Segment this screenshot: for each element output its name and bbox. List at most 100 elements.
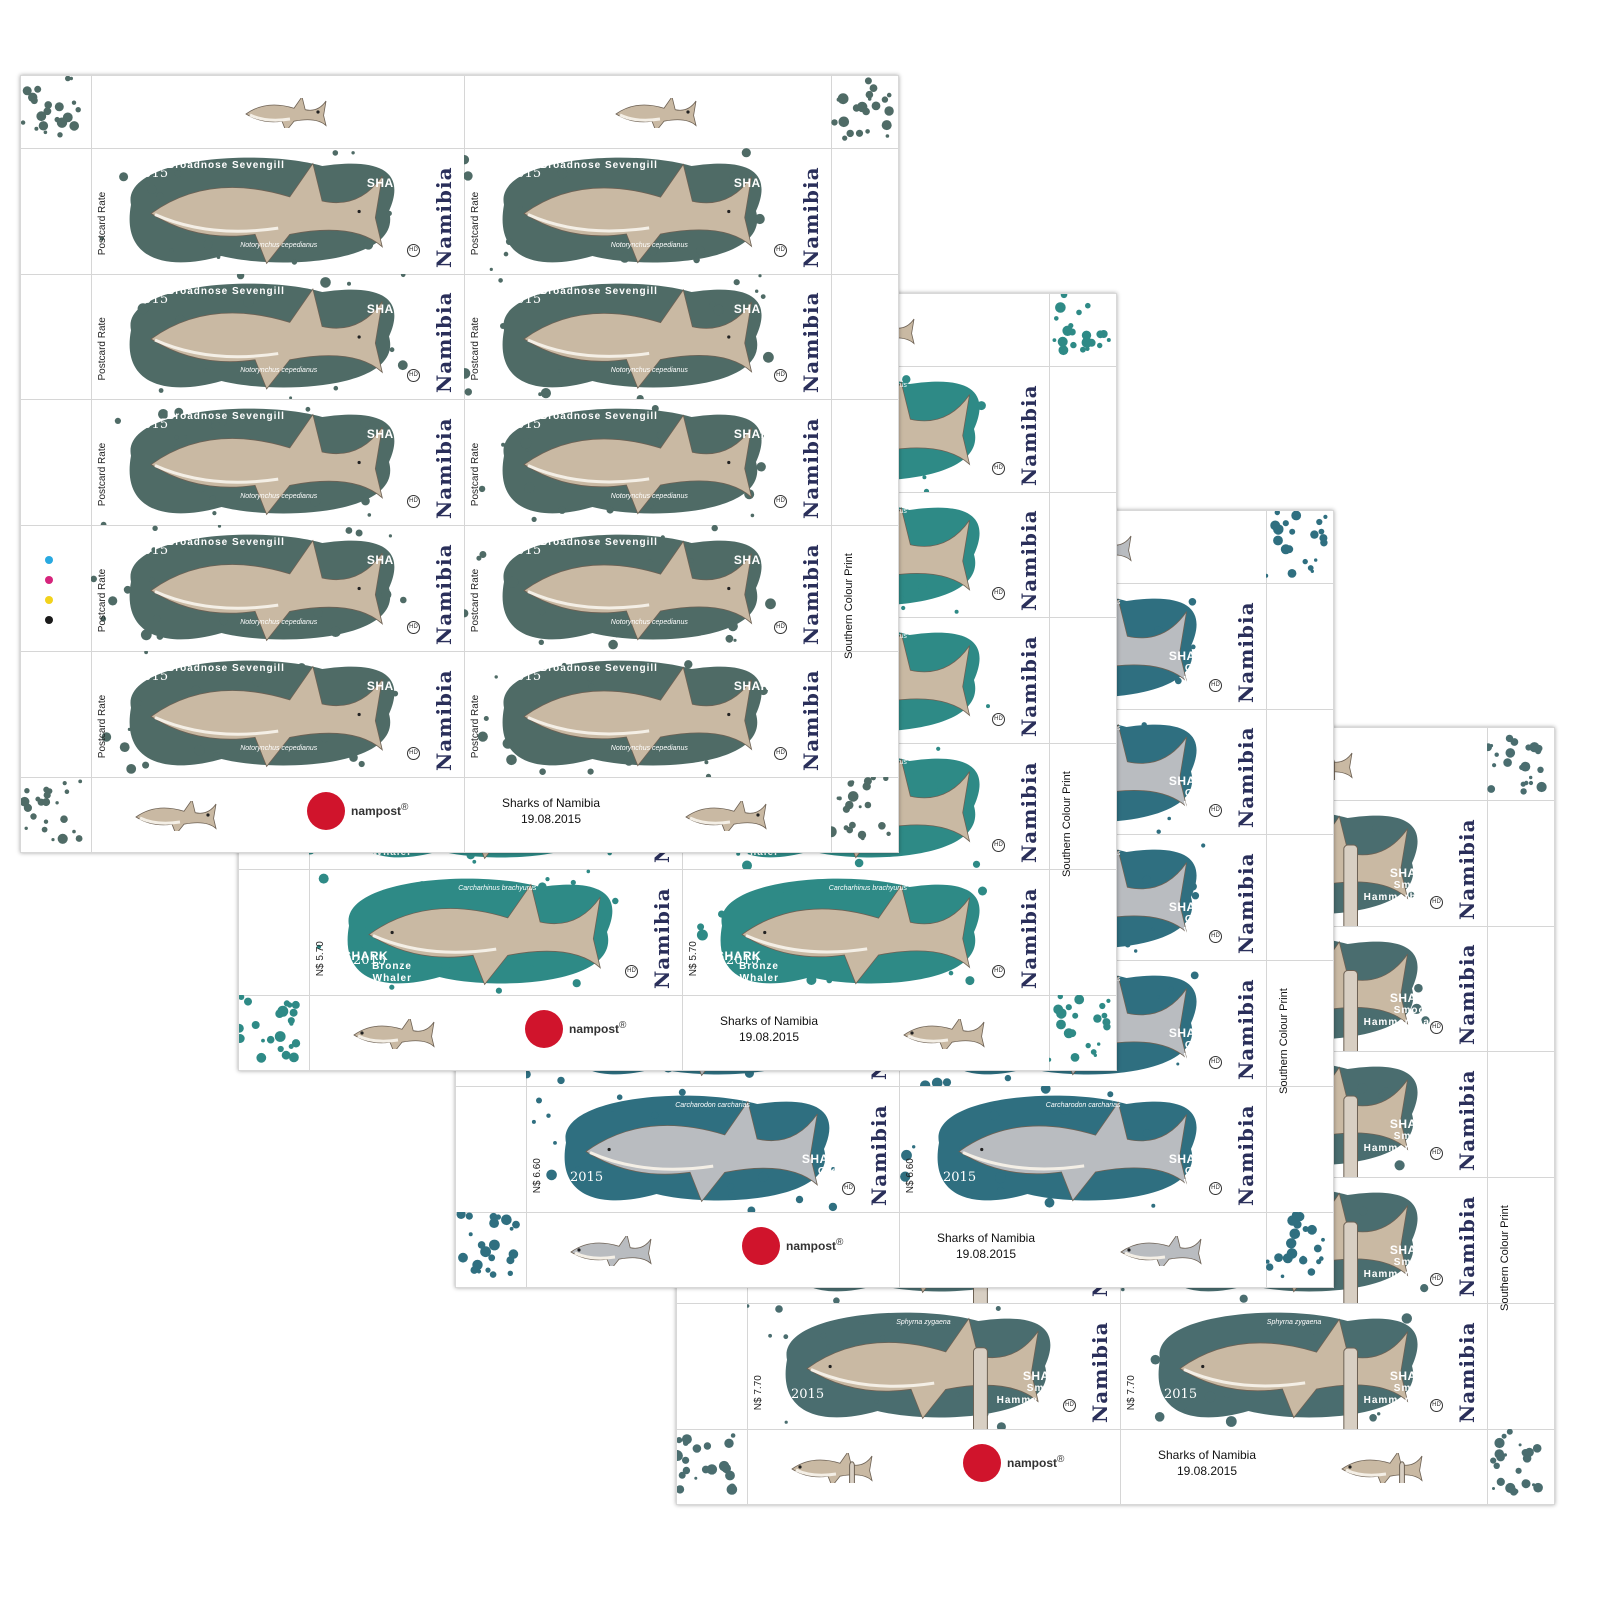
paint-splatter (216, 255, 221, 259)
paint-splatter (1307, 1224, 1317, 1235)
species-name-line1: Great (1184, 914, 1216, 925)
sheet-title: Sharks of Namibia (936, 1231, 1036, 1245)
paint-splatter (501, 442, 506, 447)
paint-splatter (1357, 1083, 1368, 1094)
paint-splatter (948, 964, 952, 969)
paint-splatter (1505, 734, 1514, 743)
designer-mark: HD (774, 747, 787, 760)
species-name: Broadnose Sevengill (167, 537, 285, 548)
paint-splatter (477, 1241, 486, 1249)
shark-label: SHARK (716, 949, 762, 963)
paint-splatter (174, 170, 182, 178)
paint-splatter (57, 833, 68, 844)
paint-splatter (520, 437, 532, 449)
species-name-line2: White (1183, 926, 1216, 937)
paint-splatter (305, 406, 311, 412)
paint-splatter (1004, 1074, 1012, 1082)
perforation-line (21, 399, 898, 400)
paint-splatter (142, 761, 150, 769)
stamp-value: N$ 7.70 (753, 1375, 764, 1411)
paint-splatter (616, 287, 625, 296)
paint-splatter (488, 1254, 496, 1262)
species-name-line2: Hammerhead (1363, 1017, 1437, 1028)
species-name: Broadnose Sevengill (167, 663, 285, 674)
paint-splatter (1055, 302, 1066, 313)
paint-splatter (289, 1008, 298, 1017)
paint-splatter (251, 1021, 260, 1029)
paint-splatter (546, 1169, 557, 1181)
country-name: Namibia (1455, 818, 1479, 920)
margin-shark-illustration (349, 1016, 439, 1054)
scientific-name: Notorynchus cepedianus (240, 619, 318, 626)
perforation-line (21, 148, 898, 149)
paint-splatter (705, 773, 712, 777)
paint-splatter (69, 76, 73, 81)
paint-splatter (1276, 525, 1284, 532)
paint-splatter (586, 284, 594, 292)
stamp-value: Postcard Rate (97, 694, 108, 759)
paint-splatter (647, 246, 658, 256)
paint-splatter (846, 129, 854, 138)
country-name: Namibia (1017, 384, 1041, 486)
shark-illustration (523, 540, 753, 641)
designer-mark: HD (992, 587, 1005, 600)
paint-splatter (1532, 1444, 1542, 1453)
paint-splatter (857, 1315, 866, 1324)
paint-splatter (1058, 345, 1069, 356)
designer-mark: HD (774, 369, 787, 382)
shark-label: SHARK (366, 176, 412, 190)
paint-splatter (1151, 927, 1155, 931)
paint-splatter (281, 1050, 291, 1060)
paint-splatter (483, 716, 489, 721)
stamp-year: 2015 (726, 953, 760, 968)
paint-splatter (489, 267, 493, 271)
shark-label: SHARK (1389, 1243, 1435, 1257)
paint-splatter (841, 100, 845, 105)
paint-splatter (316, 944, 322, 950)
paint-splatter (243, 296, 254, 308)
paint-splatter (948, 970, 954, 976)
nampost-logo-text: nampost® (786, 1237, 843, 1253)
logo-wordmark: nampost (786, 1239, 837, 1253)
corner-splatter (825, 775, 897, 847)
paint-splatter (545, 877, 550, 882)
paint-splatter (837, 796, 842, 801)
paint-splatter (1299, 1256, 1308, 1265)
species-name-line2: Hammerhead (1363, 892, 1437, 903)
stamp-year: 2015 (570, 1170, 604, 1185)
paint-splatter (1191, 892, 1200, 900)
paint-splatter (72, 829, 76, 834)
paint-splatter (557, 168, 568, 179)
nampost-logo: nampost® (742, 1227, 872, 1267)
paint-splatter (24, 826, 28, 830)
species-name-line1: Smooth (1393, 1383, 1437, 1394)
shark-illustration (903, 1016, 985, 1054)
paint-splatter (502, 738, 514, 749)
paint-splatter (539, 768, 546, 775)
species-name-line1: Smooth (1393, 1131, 1437, 1142)
paint-splatter (726, 1484, 738, 1495)
paint-splatter (1040, 1086, 1051, 1094)
paint-splatter (996, 1422, 1006, 1429)
paint-splatter (900, 1171, 911, 1182)
stamp-year: 2015 (135, 292, 169, 307)
paint-splatter (298, 377, 306, 384)
paint-splatter (1274, 1253, 1283, 1262)
